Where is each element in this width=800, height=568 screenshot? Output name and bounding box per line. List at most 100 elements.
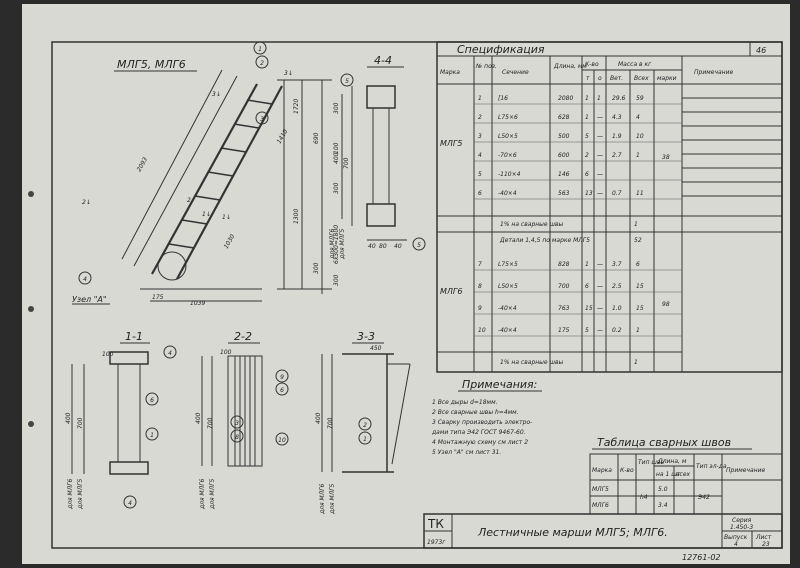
spec-cell: 9 xyxy=(478,305,482,312)
spec-cell: 500 xyxy=(558,133,570,140)
spec-cell: 763 xyxy=(558,305,570,312)
svg-text:5.0: 5.0 xyxy=(658,486,668,493)
spec-cell: 5 xyxy=(585,133,589,140)
spec-mark-2: МЛГ6 xyxy=(440,287,462,296)
svg-text:Примечание: Примечание xyxy=(726,467,765,474)
dim-1039: 1039 xyxy=(190,300,205,307)
channel-top xyxy=(366,85,396,109)
stringer-left xyxy=(151,83,258,275)
spec-cell: — xyxy=(597,114,603,121)
svg-text:3.4: 3.4 xyxy=(658,502,668,509)
step xyxy=(168,243,195,249)
svg-text:3↓: 3↓ xyxy=(284,70,293,77)
view-4-4-title: 4-4 xyxy=(374,54,392,67)
weld-note-1: 1% на сварные швы xyxy=(500,221,564,228)
dim-300-mid: 300 xyxy=(333,182,340,194)
list-number: 23 xyxy=(762,541,770,548)
callout-5-top xyxy=(340,73,354,87)
note-5: 5 Узел "А" см лист 31. xyxy=(432,449,501,456)
svg-text:700: 700 xyxy=(207,417,214,429)
spec-cell: 0.2 xyxy=(612,327,622,334)
view-2-2-title: 2-2 xyxy=(234,330,252,343)
spec-cell: 8 xyxy=(478,283,482,290)
svg-text:Тип шва: Тип шва xyxy=(638,459,664,466)
note-3: 3 Сварку производить электро- xyxy=(432,419,532,426)
spec-cell: 2 xyxy=(585,152,589,159)
spec-cell: 1.9 xyxy=(612,133,622,140)
svg-text:400: 400 xyxy=(65,412,72,424)
svg-text:1↓: 1↓ xyxy=(222,214,231,221)
svg-text:на 1 шт: на 1 шт xyxy=(656,471,681,478)
drawing-title: Лестничные марши МЛГ5; МЛГ6. xyxy=(477,526,668,539)
view-1-1-title: 1-1 xyxy=(125,330,143,343)
main-view-title: МЛГ5, МЛГ6 xyxy=(117,58,186,71)
svg-text:100: 100 xyxy=(102,351,114,358)
svg-text:марки: марки xyxy=(657,75,677,82)
spec-cell: 4 xyxy=(478,152,482,159)
spec-cell: 175 xyxy=(558,327,570,334)
spec-cell: 1.0 xyxy=(612,305,622,312)
svg-text:для МЛГ5: для МЛГ5 xyxy=(209,478,216,510)
svg-text:К-во: К-во xyxy=(620,467,634,474)
channel-bottom xyxy=(366,203,396,227)
svg-text:700: 700 xyxy=(327,417,334,429)
node-a-label: Узел "А" xyxy=(72,295,107,304)
svg-text:№ поз.: № поз. xyxy=(475,63,497,70)
dim-100: 100 xyxy=(333,142,340,154)
series-number: 1.450-3 xyxy=(730,524,753,531)
svg-text:4: 4 xyxy=(83,276,87,283)
spec-cell: 15 xyxy=(636,305,644,312)
svg-text:Тип эл-да: Тип эл-да xyxy=(696,463,727,470)
spec-cell: 4 xyxy=(636,114,640,121)
svg-text:Масса в кг: Масса в кг xyxy=(618,61,652,68)
spec-cell: [16 xyxy=(498,95,508,102)
step xyxy=(181,219,208,225)
spec-cell: 6 xyxy=(585,171,589,178)
spec-cell: 6 xyxy=(478,190,482,197)
notes-block: Примечания: 1 Все дыры d=18мм. 2 Все сва… xyxy=(431,378,542,456)
svg-text:700: 700 xyxy=(77,417,84,429)
svg-text:6: 6 xyxy=(150,397,154,404)
svg-text:3↓: 3↓ xyxy=(212,91,221,98)
spec-cell: 1 xyxy=(636,327,640,334)
spec-cell: 6 xyxy=(585,283,589,290)
svg-text:2: 2 xyxy=(363,422,367,429)
spec-cell: — xyxy=(597,261,603,268)
spec-cell: 0.7 xyxy=(612,190,622,197)
callout-2 xyxy=(255,55,269,69)
note-2: 2 Все сварные швы h=4мм. xyxy=(432,409,519,416)
svg-text:400: 400 xyxy=(333,152,340,164)
dim-300-bottom: 300 xyxy=(333,274,340,286)
svg-text:400: 400 xyxy=(315,412,322,424)
view-3-3: 3-3 2 1 450 700 400 для МЛГ6 для МЛГ5 xyxy=(315,330,411,515)
drawing-sheet: МЛГ5, МЛГ6 4 Узел "А" xyxy=(22,4,790,564)
weld-table: Таблица сварных швов Марка К-во Тип шва … xyxy=(589,436,783,515)
svg-text:1↓: 1↓ xyxy=(202,211,211,218)
spec-cell: L50×5 xyxy=(498,133,518,140)
svg-text:40: 40 xyxy=(368,243,376,250)
spec-cell: 11 xyxy=(636,190,644,197)
dim-300: 300 xyxy=(313,262,320,274)
spec-cell: 6 xyxy=(636,261,640,268)
spec-cell: -110×4 xyxy=(498,171,521,178)
svg-text:4: 4 xyxy=(168,350,172,357)
dim-300-top: 300 xyxy=(333,102,340,114)
svg-text:Длина, м: Длина, м xyxy=(657,458,687,465)
spec-cell: 146 xyxy=(558,171,570,178)
spec-mark-1: МЛГ5 xyxy=(440,139,462,148)
step xyxy=(220,147,247,153)
svg-text:т: т xyxy=(586,75,590,82)
svg-text:для МЛГ6: для МЛГ6 xyxy=(67,478,74,510)
dim-line-outer xyxy=(121,69,223,260)
spec-cell: -40×4 xyxy=(498,305,517,312)
svg-text:для МЛГ6: для МЛГ6 xyxy=(329,228,336,260)
spec-cell: L75×6 xyxy=(498,114,518,121)
svg-text:Сечение: Сечение xyxy=(502,69,529,76)
